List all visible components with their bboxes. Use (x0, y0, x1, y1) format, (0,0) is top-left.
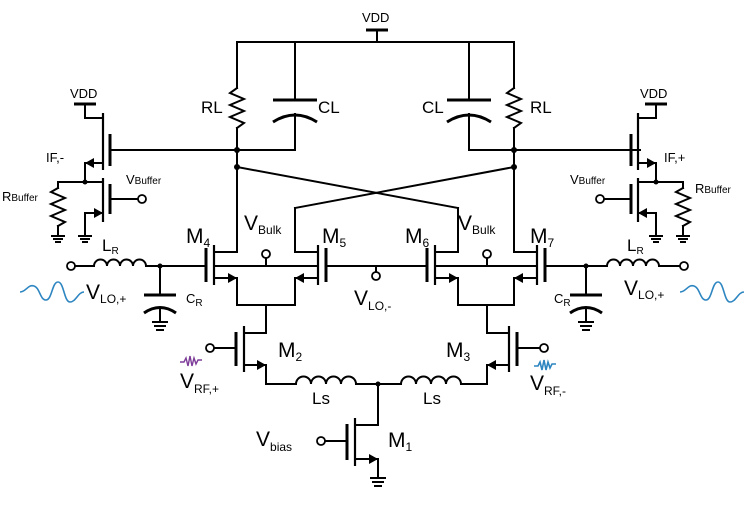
if-minus-label: IF,- (46, 150, 64, 165)
lo-plus-right-input: LR CR VLO,+ (544, 236, 745, 331)
rf-plus-wave (180, 355, 202, 367)
lo-plus-right-wave (679, 281, 745, 303)
v-rf-plus-label: VRF,+ (180, 370, 219, 396)
v-lo-minus-terminal[interactable] (371, 271, 381, 281)
rl-left-label: RL (201, 98, 223, 117)
inductor-lr-left (92, 258, 148, 268)
v-bulk-left-terminal[interactable] (261, 249, 271, 259)
ls-left-label: Ls (312, 389, 330, 408)
v-bias-terminal[interactable] (316, 436, 326, 446)
cr-left-label: CR (186, 291, 203, 309)
m5-label: M5 (322, 225, 347, 250)
m3-label: M3 (446, 339, 471, 364)
source-degeneration: Ls Ls (265, 375, 488, 426)
transistor-m3: VRF,- M3 (446, 326, 566, 398)
inductor-lr-right (605, 258, 661, 268)
transistor-m2: VRF,+ M2 (180, 326, 303, 396)
vdd-left-label: VDD (70, 86, 97, 101)
v-bias-label: Vbias (256, 428, 292, 454)
rl-right-label: RL (530, 98, 552, 117)
resistor-buffer-right (673, 186, 693, 228)
inductor-ls-left (294, 375, 358, 386)
m2-label: M2 (278, 339, 303, 364)
inductor-ls-right (399, 375, 463, 386)
transistor-m1: Vbias M1 (256, 418, 413, 487)
rf-minus-wave (534, 359, 556, 371)
cr-right-label: CR (554, 291, 571, 309)
transistor-m4: M4 (186, 225, 267, 285)
transistor-m7: M7 (486, 225, 555, 285)
v-lo-plus-left-terminal[interactable] (66, 261, 76, 271)
m4-label: M4 (186, 225, 211, 250)
m1-label: M1 (388, 429, 413, 454)
vdd-top: VDD (236, 10, 515, 43)
cl-right-label: CL (422, 98, 444, 117)
m6-label: M6 (405, 225, 430, 250)
left-buffer: VDD IF,- RBuffer VBuffer (2, 86, 162, 243)
cl-left-label: CL (318, 98, 340, 117)
v-lo-plus-right-label: VLO,+ (624, 277, 664, 302)
v-lo-plus-left-label: VLO,+ (86, 281, 126, 306)
transistor-m5: M5 (265, 225, 347, 285)
v-bulk-right-terminal[interactable] (482, 249, 492, 259)
vdd-top-label: VDD (362, 10, 389, 25)
lo-plus-left-input: LR CR VLO,+ (19, 236, 207, 331)
r-buffer-left-label: RBuffer (2, 189, 39, 204)
v-buffer-right-terminal[interactable] (595, 194, 605, 204)
v-rf-minus-label: VRF,- (530, 372, 566, 398)
if-plus-label: IF,+ (664, 150, 685, 165)
right-buffer: VDD IF,+ RBuffer VBuffer (570, 86, 732, 243)
v-lo-minus-label: VLO,- (354, 287, 391, 313)
v-buffer-right-label: VBuffer (570, 172, 606, 187)
v-bulk-left-label: VBulk (244, 212, 282, 237)
left-load: RL CL (201, 41, 340, 151)
lr-left-label: LR (102, 236, 119, 257)
r-buffer-right-label: RBuffer (695, 181, 732, 196)
cross-coupling (235, 149, 516, 253)
v-lo-plus-right-terminal[interactable] (679, 261, 689, 271)
v-bulk-right-label: VBulk (458, 212, 496, 237)
lr-right-label: LR (627, 236, 644, 257)
resistor-rl-right (504, 86, 524, 130)
right-load: CL RL (422, 41, 552, 151)
v-buffer-left-terminal[interactable] (137, 194, 147, 204)
v-rf-plus-terminal[interactable] (205, 343, 215, 353)
vdd-right-label: VDD (640, 86, 667, 101)
v-rf-minus-terminal[interactable] (539, 343, 549, 353)
resistor-buffer-left (48, 186, 68, 228)
ls-right-label: Ls (423, 389, 441, 408)
resistor-rl-left (227, 86, 247, 130)
m7-label: M7 (530, 225, 555, 250)
transistor-m6: M6 (405, 225, 488, 285)
v-buffer-left-label: VBuffer (126, 172, 162, 187)
lo-plus-left-wave (19, 281, 85, 303)
